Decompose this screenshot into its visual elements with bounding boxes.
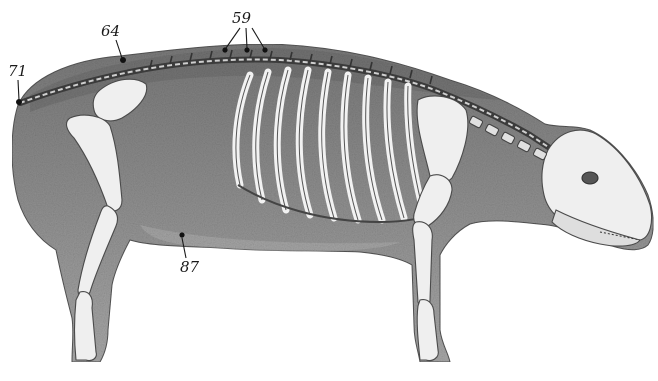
marker-dot-59-a — [222, 47, 227, 52]
label-87: 87 — [180, 258, 200, 276]
marker-dot-59-c — [262, 47, 267, 52]
marker-dot-64 — [120, 57, 126, 63]
marker-dot-87 — [179, 232, 184, 237]
label-59: 59 — [232, 9, 252, 27]
marker-dot-59-b — [244, 47, 249, 52]
eye-orbit — [582, 172, 598, 184]
label-64: 64 — [101, 22, 120, 40]
marker-dot-71 — [16, 99, 22, 105]
label-71: 71 — [8, 62, 27, 80]
